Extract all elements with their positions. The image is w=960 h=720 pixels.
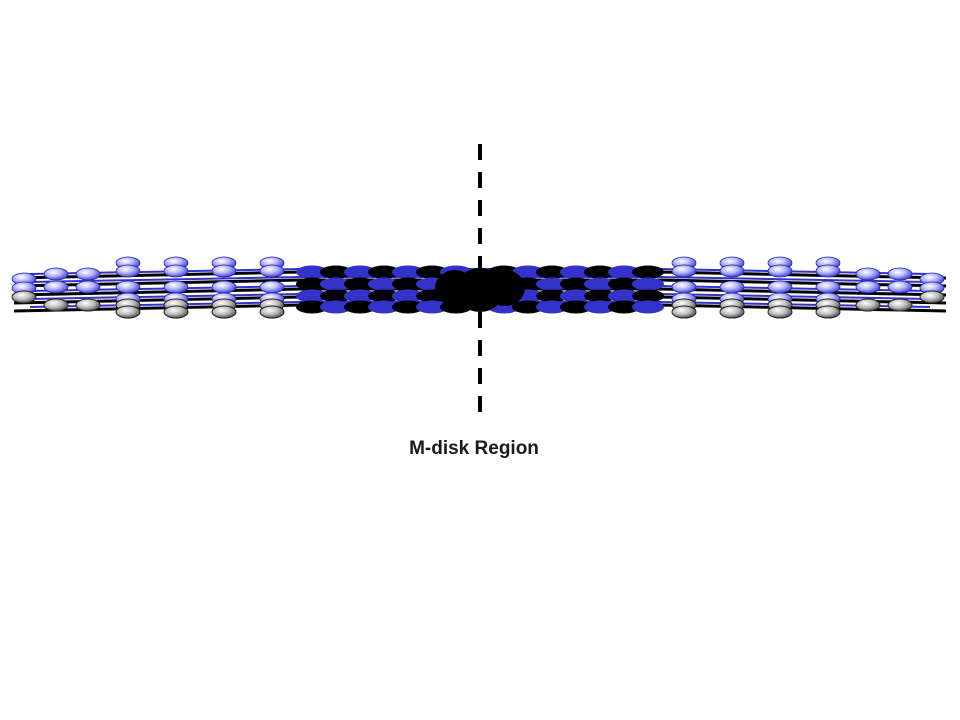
region-label: M-disk Region (409, 438, 539, 459)
bare-zone-segment (392, 300, 424, 314)
bare-zone-segment (368, 300, 400, 314)
myosin-head-gray (887, 298, 913, 312)
bare-zone-segment (512, 265, 544, 279)
myosin-head-gray (211, 305, 237, 319)
bare-zone-segment (536, 265, 568, 279)
bare-zone-segment (296, 289, 328, 303)
bare-zone-segment (368, 277, 400, 291)
bare-zone-segment (584, 265, 616, 279)
myosin-head-gray (815, 305, 841, 319)
bare-zone-segment (560, 300, 592, 314)
myosin-head (163, 264, 189, 278)
myosin-head-gray (75, 298, 101, 312)
bare-zone-segment (368, 265, 400, 279)
myosin-head-gray (671, 305, 697, 319)
bare-zone-segment (320, 289, 352, 303)
m-band-junction (435, 270, 475, 306)
bare-zone-segment (368, 289, 400, 303)
bare-zone-segment (608, 289, 640, 303)
bare-zone-segment (296, 300, 328, 314)
myosin-head (671, 264, 697, 278)
bare-zone-segment (608, 265, 640, 279)
bare-zone-segment (344, 277, 376, 291)
myosin-head (815, 280, 841, 294)
myosin-head-gray (855, 298, 881, 312)
myosin-head-gray (767, 305, 793, 319)
myosin-head (211, 264, 237, 278)
myosin-head (75, 280, 101, 294)
myosin-head (887, 280, 913, 294)
bare-zone-segment (392, 277, 424, 291)
myosin-head (887, 267, 913, 281)
myosin-head (855, 267, 881, 281)
myosin-head (259, 264, 285, 278)
bare-zone-segment (536, 289, 568, 303)
bare-zone-segment (608, 300, 640, 314)
m-band-junction (485, 270, 525, 306)
bare-zone-segment (632, 300, 664, 314)
myosin-head (43, 280, 69, 294)
myosin-head (115, 264, 141, 278)
bare-zone-segment (320, 265, 352, 279)
myosin-head (719, 264, 745, 278)
bare-zone-segment (632, 289, 664, 303)
bare-zone-segment (344, 300, 376, 314)
myosin-head (767, 264, 793, 278)
bare-zone-segment (536, 300, 568, 314)
bare-zone-segment (416, 265, 448, 279)
myosin-head (259, 280, 285, 294)
bare-zone-segment (632, 277, 664, 291)
bare-zone-segment (584, 277, 616, 291)
bare-zone-segment (584, 289, 616, 303)
bare-zone-segment (512, 300, 544, 314)
bare-zone-segment (560, 289, 592, 303)
bare-zone-segment (296, 265, 328, 279)
myosin-head (719, 280, 745, 294)
myosin-head (767, 280, 793, 294)
m-band-bare-zone (296, 265, 664, 314)
myosin-head-gray (11, 290, 37, 304)
myosin-head-gray (259, 305, 285, 319)
myosin-head-gray (163, 305, 189, 319)
myosin-head (75, 267, 101, 281)
myosin-head (815, 264, 841, 278)
bare-zone-segment (560, 277, 592, 291)
myosin-head (671, 280, 697, 294)
bare-zone-segment (320, 277, 352, 291)
bare-zone-segment (296, 277, 328, 291)
bare-zone-segment (344, 265, 376, 279)
myosin-head (855, 280, 881, 294)
myosin-head (211, 280, 237, 294)
myosin-head-gray (43, 298, 69, 312)
myosin-head-gray (719, 305, 745, 319)
bare-zone-segment (392, 289, 424, 303)
bare-zone-segment (392, 265, 424, 279)
bare-zone-segment (344, 289, 376, 303)
bare-zone-segment (536, 277, 568, 291)
myosin-head-gray (919, 290, 945, 304)
bare-zone-segment (608, 277, 640, 291)
bare-zone-segment (584, 300, 616, 314)
myosin-heads (11, 256, 945, 319)
bare-zone-segment (632, 265, 664, 279)
bare-zone-segment (416, 300, 448, 314)
myosin-head (115, 280, 141, 294)
myosin-head-gray (115, 305, 141, 319)
bare-zone-segment (320, 300, 352, 314)
myosin-head (163, 280, 189, 294)
bare-zone-segment (560, 265, 592, 279)
myosin-head (43, 267, 69, 281)
